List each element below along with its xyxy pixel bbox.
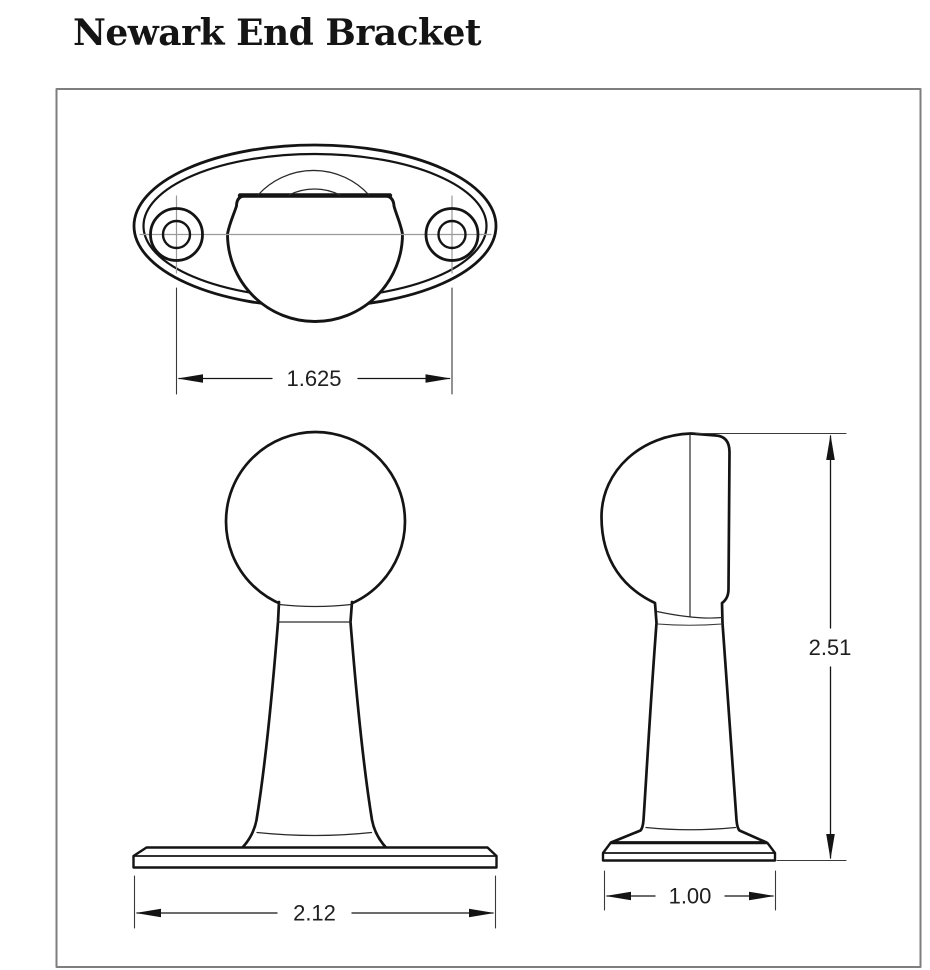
dim-arrow-left-icon [605,891,631,901]
right-screw-hole [437,219,467,250]
stem-left-outline [241,600,281,849]
left-screw-hole [161,219,192,250]
dim-overall-height-value: 2.51 [809,635,852,660]
extension-lines [695,432,847,862]
stem-right-outline [349,600,388,849]
neck-mask [280,599,351,625]
left-screw-hole-counterbore [149,207,204,262]
dim-hole-spacing-value: 1.625 [286,366,341,391]
dim-arrow-left-icon [177,374,203,383]
dim-arrow-down-icon [826,834,835,860]
dim-base-length-value: 2.12 [293,901,336,926]
extension-lines [133,875,497,929]
side-stem-fillet-line [645,826,737,831]
ball-front-outline [224,430,407,613]
dim-arrow-up-icon [826,434,835,460]
side-view: 2.51 1.00 [600,432,852,911]
dim-base-depth-value: 1.00 [669,884,712,909]
dim-overall-height: 2.51 [695,432,852,862]
ball-rear-arc [257,169,370,196]
top-view: 1.625 [132,143,498,395]
side-silhouette-outline [600,432,768,844]
dim-base-length: 2.12 [133,875,497,929]
dim-arrow-left-icon [135,908,161,918]
base-plate-outline [132,846,498,869]
side-base-outline [601,841,777,862]
dim-arrow-right-icon [425,374,451,383]
side-neck-line [656,610,723,619]
stem-base-fillet-line [256,831,373,837]
dim-hole-spacing: 1.625 [175,287,453,395]
extension-lines [603,870,777,911]
side-neck-lower-line [657,623,723,626]
page-title: Newark End Bracket [73,12,482,54]
neck-upper-line [278,603,352,608]
right-screw-hole-counterbore [424,207,480,262]
extension-lines [175,287,453,395]
drawing-border [55,88,922,968]
dim-arrow-right-icon [749,891,775,901]
front-view: 2.12 [132,430,498,929]
dim-arrow-right-icon [469,908,495,918]
ball-rear-small-arc [288,188,341,196]
dim-base-depth: 1.00 [603,870,777,911]
